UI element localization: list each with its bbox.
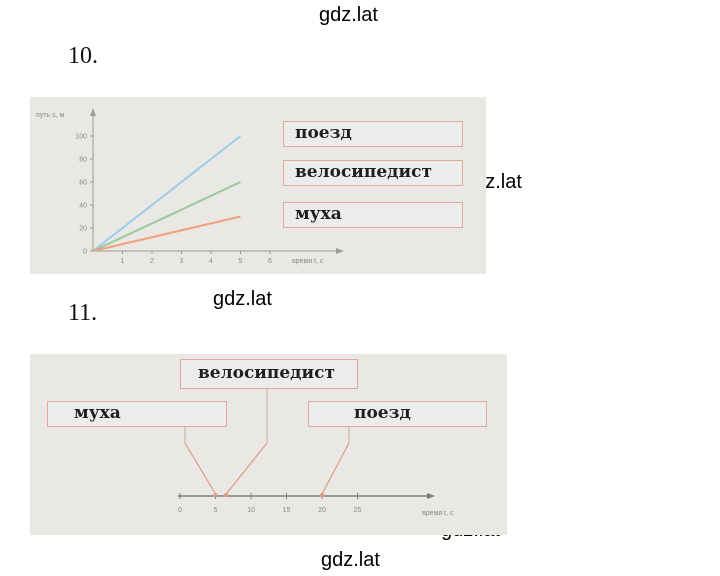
answer-label-train: поезд [295, 123, 352, 143]
pointer-dot-train [320, 493, 324, 497]
axis-tick-label: 25 [354, 507, 362, 514]
answer-box-fly: муха [283, 202, 463, 228]
pointer-dot-fly [213, 493, 218, 497]
x-axis-arrow [336, 248, 344, 254]
y-tick-label: 100 [75, 134, 87, 141]
y-axis-label: путь s, м [36, 112, 64, 119]
y-tick-label: 60 [79, 180, 87, 187]
axis-tick-label: 5 [214, 507, 218, 514]
x-tick-label: 1 [121, 258, 125, 265]
watermark: gdz.lat [321, 549, 380, 571]
y-tick-label: 40 [79, 203, 87, 210]
x-tick-label: 2 [150, 258, 154, 265]
answer-label-fly: муха [295, 204, 342, 224]
y-axis-arrow [90, 108, 96, 116]
time-axis-arrow [427, 493, 435, 499]
pointer-cyclist [225, 442, 268, 495]
x-tick-label: 6 [268, 258, 272, 265]
watermark: gdz.lat [213, 288, 272, 310]
problem-number: 10. [68, 43, 98, 69]
y-tick-label: 80 [79, 157, 87, 164]
box-cyclist-label: велосипедист [198, 363, 335, 383]
series-line-1 [92, 181, 241, 252]
pointer-dot-cyclist [224, 493, 229, 497]
axis-tick-label: 20 [318, 507, 326, 514]
time-axis-diagram: время t, с 0 5 10 15 20 25 [178, 388, 454, 517]
box-train: поезд [308, 401, 487, 427]
problem-number: 11. [68, 300, 98, 326]
pointer-fly [184, 442, 217, 495]
series-line-0 [92, 135, 242, 252]
answer-label-cyclist: велосипедист [295, 162, 432, 182]
pointer-train [321, 442, 350, 495]
x-tick-label: 4 [209, 258, 213, 265]
y-tick-label: 0 [83, 249, 87, 256]
series-line-2 [92, 215, 241, 252]
time-axis-label: время t, с [422, 510, 454, 517]
answer-box-cyclist: велосипедист [283, 160, 463, 186]
answer-box-train: поезд [283, 121, 463, 147]
axis-tick-label: 10 [247, 507, 255, 514]
x-tick-label: 3 [180, 258, 184, 265]
box-fly-label: муха [74, 403, 121, 423]
x-tick-label: 5 [239, 258, 243, 265]
watermark: gdz.lat [319, 4, 378, 26]
box-fly: муха [47, 401, 227, 427]
box-cyclist: велосипедист [180, 359, 358, 389]
box-train-label: поезд [354, 403, 411, 423]
axis-tick-label: 15 [283, 507, 291, 514]
x-axis-label: время t, с [292, 258, 324, 265]
y-tick-label: 20 [79, 226, 87, 233]
axis-tick-label: 0 [178, 507, 182, 514]
